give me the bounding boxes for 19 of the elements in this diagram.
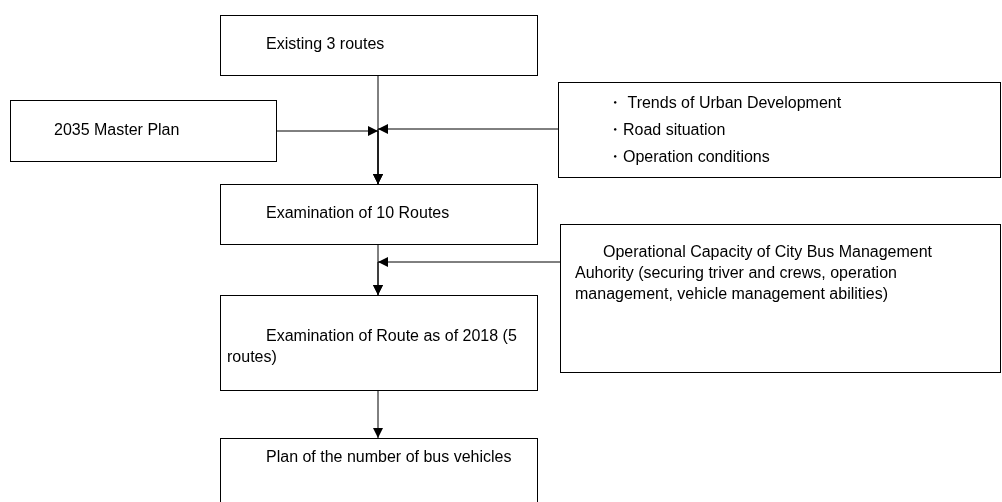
- box-text: Operational Capacity of City Bus Management Auhority (securing triver and crews, operation management, vehicle management abilities): [575, 242, 934, 304]
- box-text: Examination of 10 Routes: [266, 203, 451, 223]
- box-text: Examination of Route as of 2018 (5 routes): [227, 326, 518, 367]
- box-text: Plan of the number of bus vehicles: [265, 447, 513, 467]
- process-box: [560, 224, 1001, 373]
- box-text: 2035 Master Plan: [54, 120, 181, 140]
- process-box: [220, 438, 538, 502]
- arrow: [373, 124, 559, 185]
- process-box: [220, 15, 538, 76]
- process-box: [10, 100, 277, 162]
- arrow: [373, 390, 383, 439]
- process-box: [558, 82, 1001, 178]
- arrow: [373, 257, 561, 296]
- process-box: [220, 295, 538, 391]
- box-text: ・Road situation: [607, 120, 727, 140]
- box-text: ・ Trends of Urban Development: [607, 93, 843, 113]
- box-text: ・Operation conditions: [607, 147, 771, 167]
- process-box: [220, 184, 538, 245]
- box-text: Existing 3 routes: [266, 34, 386, 54]
